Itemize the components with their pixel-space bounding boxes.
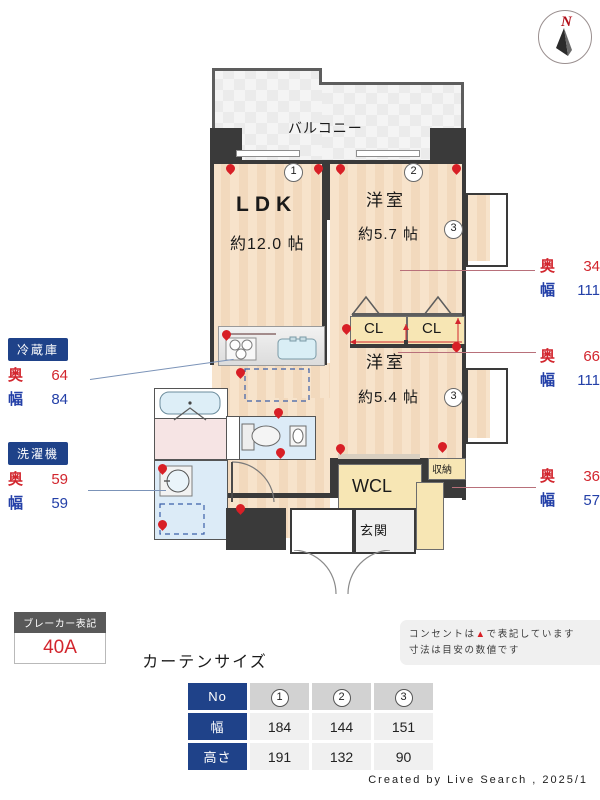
note-line-2: 寸法は目安の数値です xyxy=(409,644,521,656)
ldk-area: 約12.0 帖 xyxy=(230,236,305,253)
compass: N xyxy=(536,8,596,68)
toilet-icon xyxy=(241,423,307,451)
floor-plan: バルコニー LDK 約12.0 帖 洋室 約5.7 帖 洋室 約5.4 帖 CL… xyxy=(140,68,508,595)
compass-ring xyxy=(538,10,592,64)
row-header-no: No xyxy=(188,683,247,710)
right-middle-depth-label: 奥 xyxy=(540,348,556,365)
fridge-depth-value: 64 xyxy=(51,367,68,384)
bedroom2-name: 洋室 xyxy=(366,353,406,372)
storage-label: 収納 xyxy=(432,465,452,476)
col-header-2: 2 xyxy=(312,683,371,710)
curtain-size-title: カーテンサイズ xyxy=(142,654,268,671)
window-marker-3-upper: 3 xyxy=(444,220,463,239)
bedroom2-area: 約5.4 帖 xyxy=(358,389,420,406)
window-marker-2: 2 xyxy=(404,163,423,182)
width-value-3: 151 xyxy=(374,713,433,740)
bedroom1-floor xyxy=(330,163,466,318)
compass-needle-icon xyxy=(556,28,572,56)
window-marker-1: 1 xyxy=(284,163,303,182)
compass-north-label: N xyxy=(561,14,572,30)
row-header-height: 高さ xyxy=(188,743,247,770)
breaker-value: 40A xyxy=(14,633,106,664)
width-value-2: 144 xyxy=(312,713,371,740)
fridge-width-value: 84 xyxy=(51,391,68,408)
fridge-depth-label: 奥 xyxy=(8,367,24,384)
leader-line-right-bottom xyxy=(452,487,536,488)
height-value-1: 191 xyxy=(250,743,309,770)
bathroom xyxy=(154,418,228,460)
leader-line-washer xyxy=(88,490,166,491)
closet-left-label: CL xyxy=(364,320,384,337)
shoe-box xyxy=(416,482,444,550)
closet-right xyxy=(407,316,465,346)
bedroom1-name: 洋室 xyxy=(366,191,406,210)
col-header-3: 3 xyxy=(374,683,433,710)
entrance-label: 玄関 xyxy=(360,523,389,538)
right-top-depth-value: 34 xyxy=(583,258,600,275)
right-middle-depth-value: 66 xyxy=(583,348,600,365)
right-bottom-width-value: 57 xyxy=(583,492,600,509)
entrance-door-swings xyxy=(293,550,391,595)
fridge-dimension-tag: 冷蔵庫 奥 64 幅 84 xyxy=(8,338,68,409)
fridge-width-label: 幅 xyxy=(8,391,24,408)
breaker-title: ブレーカー表記 xyxy=(14,612,106,633)
note-line-1: コンセントは▲で表記しています xyxy=(409,629,576,640)
socket-symbol: ▲ xyxy=(475,629,487,640)
col-header-1: 1 xyxy=(250,683,309,710)
washer-width-label: 幅 xyxy=(8,495,24,512)
window-marker-3-lower: 3 xyxy=(444,388,463,407)
right-top-dimension-tag: 奥 34 幅 111 xyxy=(540,252,600,300)
height-value-3: 90 xyxy=(374,743,433,770)
closet-right-label: CL xyxy=(422,320,442,337)
table-row-width: 幅 184 144 151 xyxy=(188,713,433,740)
table-row-height: 高さ 191 132 90 xyxy=(188,743,433,770)
curtain-size-table: No 1 2 3 幅 184 144 151 高さ 191 132 90 xyxy=(185,680,436,773)
closet-dimension-arrows xyxy=(350,318,462,348)
bedroom1-area: 約5.7 帖 xyxy=(358,226,420,243)
washer-depth-value: 59 xyxy=(51,471,68,488)
row-header-width: 幅 xyxy=(188,713,247,740)
bathroom-door-icon xyxy=(173,407,207,421)
leader-line-right-middle xyxy=(398,352,536,353)
width-value-1: 184 xyxy=(250,713,309,740)
height-value-2: 132 xyxy=(312,743,371,770)
balcony-label: バルコニー xyxy=(288,120,363,136)
bathtub-icon xyxy=(159,391,221,415)
right-bottom-width-label: 幅 xyxy=(540,492,556,509)
washer-dimension-tag: 洗濯機 奥 59 幅 59 xyxy=(8,442,68,513)
right-top-width-value: 111 xyxy=(577,282,600,299)
right-top-width-label: 幅 xyxy=(540,282,556,299)
footer-credit: Created by Live Search , 2025/1 xyxy=(368,774,588,786)
wcl-area xyxy=(338,464,422,512)
washer-depth-label: 奥 xyxy=(8,471,24,488)
right-middle-dimension-tag: 奥 66 幅 111 xyxy=(540,342,600,390)
washer-width-value: 59 xyxy=(51,495,68,512)
right-middle-width-value: 111 xyxy=(577,372,600,389)
washer-tag-title: 洗濯機 xyxy=(8,442,68,465)
table-row-no: No 1 2 3 xyxy=(188,683,433,710)
toilet-door-swing-icon xyxy=(231,461,275,503)
breaker-info: ブレーカー表記 40A xyxy=(14,612,106,664)
entrance-tile xyxy=(354,508,416,554)
legend-note: コンセントは▲で表記しています 寸法は目安の数値です xyxy=(400,620,600,666)
right-middle-width-label: 幅 xyxy=(540,372,556,389)
fridge-tag-title: 冷蔵庫 xyxy=(8,338,68,361)
closet-door-icon xyxy=(351,295,453,316)
wcl-label: WCL xyxy=(352,476,392,496)
stove-and-sink-icon xyxy=(224,333,317,361)
right-bottom-depth-label: 奥 xyxy=(540,468,556,485)
right-top-depth-label: 奥 xyxy=(540,258,556,275)
right-bottom-depth-value: 36 xyxy=(583,468,600,485)
storage-area xyxy=(428,458,466,480)
vanity-and-washer-icon xyxy=(159,465,205,535)
fridge-space-dashed xyxy=(244,368,310,402)
ldk-name: LDK xyxy=(236,193,298,216)
leader-line-right-top xyxy=(400,270,535,271)
right-bottom-dimension-tag: 奥 36 幅 57 xyxy=(540,462,600,510)
